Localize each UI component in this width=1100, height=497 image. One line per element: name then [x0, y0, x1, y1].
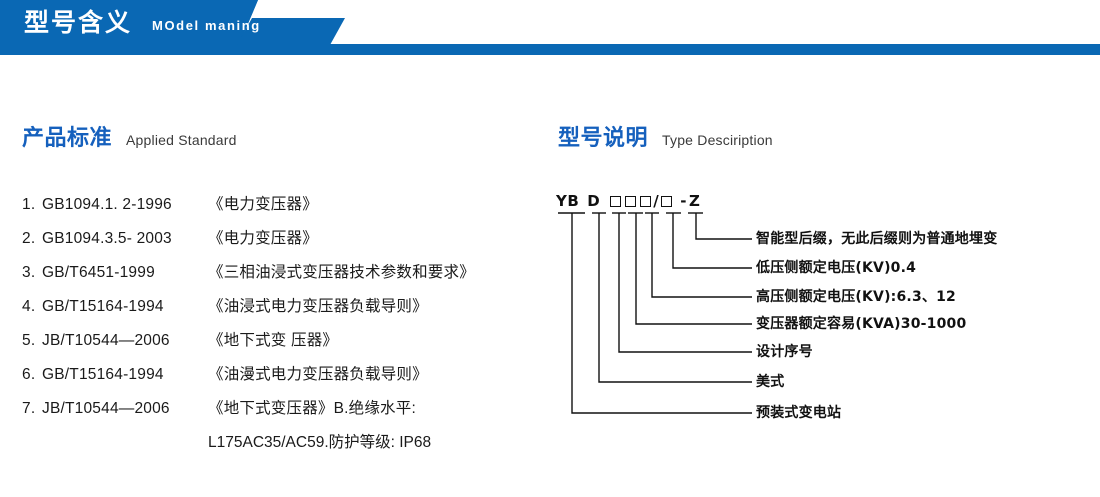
code-token-dash: - — [680, 192, 687, 210]
list-item-number: 1. — [22, 196, 36, 213]
type-label-1: 智能型后缀，无此后缀则为普通地埋变 — [756, 231, 998, 247]
code-box-2 — [625, 195, 637, 207]
type-label-3: 高压侧额定电压(KV):6.3、12 — [756, 289, 956, 305]
standards-list: 1. GB1094.1. 2-1996 《电力变压器》 2. GB1094.3.… — [22, 192, 542, 464]
code-token-slash: / — [653, 192, 660, 210]
list-item: 2. GB1094.3.5- 2003 《电力变压器》 — [22, 226, 542, 260]
list-item: 3. GB/T6451-1999 《三相油浸式变压器技术参数和要求》 — [22, 260, 542, 294]
type-code-string: YB D / - Z — [556, 192, 700, 210]
header-bottom-band — [0, 44, 1100, 55]
code-box-3 — [640, 195, 652, 207]
code-box-4 — [661, 195, 673, 207]
code-token-z: Z — [688, 192, 701, 210]
list-item-code: GB1094.3.5- 2003 — [42, 230, 172, 247]
list-item-number: 5. — [22, 332, 36, 349]
leader-lines — [558, 212, 752, 414]
list-item-code: JB/T10544—2006 — [42, 332, 170, 349]
header-banner-shape — [0, 0, 345, 45]
list-item-code: GB/T6451-1999 — [42, 264, 155, 281]
list-item-continuation-text: L175AC35/AC59.防护等级: IP68 — [208, 434, 432, 451]
list-item: 1. GB1094.1. 2-1996 《电力变压器》 — [22, 192, 542, 226]
code-token-d: D — [587, 192, 601, 210]
section-heading-cn: 产品标准 — [22, 126, 113, 151]
list-item-title: 《电力变压器》 — [208, 230, 318, 247]
type-label-7: 预装式变电站 — [756, 405, 842, 421]
list-item-title: 《油漫式电力变压器负载导则》 — [208, 366, 428, 383]
type-label-5: 设计序号 — [756, 344, 813, 360]
type-label-2: 低压侧额定电压(KV)0.4 — [756, 260, 917, 276]
page-header: 型号含义 MOdel maning — [0, 0, 1100, 55]
list-item-code: GB/T15164-1994 — [42, 366, 164, 383]
list-item-number: 6. — [22, 366, 36, 383]
list-item: 5. JB/T10544—2006 《地下式变 压器》 — [22, 328, 542, 362]
section-heading-type-description: 型号说明 Type Desciription — [558, 120, 773, 152]
list-item-title: 《三相油浸式变压器技术参数和要求》 — [208, 264, 475, 281]
list-item-title: 《电力变压器》 — [208, 196, 318, 213]
type-label-4: 变压器额定容易(KVA)30-1000 — [756, 316, 967, 332]
section-heading-cn: 型号说明 — [558, 126, 649, 151]
code-box-1 — [610, 195, 622, 207]
list-item: 7. JB/T10544—2006 《地下式变压器》B.绝缘水平: — [22, 396, 542, 430]
list-item-number: 2. — [22, 230, 36, 247]
header-title-group: 型号含义 MOdel maning — [0, 0, 360, 45]
header-title-en: MOdel maning — [152, 18, 261, 33]
list-item-number: 4. — [22, 298, 36, 315]
code-token-yb: YB — [556, 192, 580, 210]
section-heading-en: Type Desciription — [662, 132, 773, 148]
list-item-number: 3. — [22, 264, 36, 281]
list-item-title: 《油浸式电力变压器负载导则》 — [208, 298, 428, 315]
list-item-code: GB1094.1. 2-1996 — [42, 196, 172, 213]
header-title-cn: 型号含义 — [24, 8, 133, 37]
list-item-code: JB/T10544—2006 — [42, 400, 170, 417]
type-label-6: 美式 — [756, 374, 785, 390]
section-heading-en: Applied Standard — [126, 132, 237, 148]
list-item-title: 《地下式变压器》B.绝缘水平: — [208, 400, 416, 417]
list-item-code: GB/T15164-1994 — [42, 298, 164, 315]
list-item-continuation: L175AC35/AC59.防护等级: IP68 — [22, 430, 542, 464]
section-heading-applied-standard: 产品标准 Applied Standard — [22, 120, 237, 152]
list-item-number: 7. — [22, 400, 36, 417]
list-item-title: 《地下式变 压器》 — [208, 332, 339, 349]
list-item: 6. GB/T15164-1994 《油漫式电力变压器负载导则》 — [22, 362, 542, 396]
list-item: 4. GB/T15164-1994 《油浸式电力变压器负载导则》 — [22, 294, 542, 328]
type-code-diagram: YB D / - Z — [556, 192, 1096, 442]
